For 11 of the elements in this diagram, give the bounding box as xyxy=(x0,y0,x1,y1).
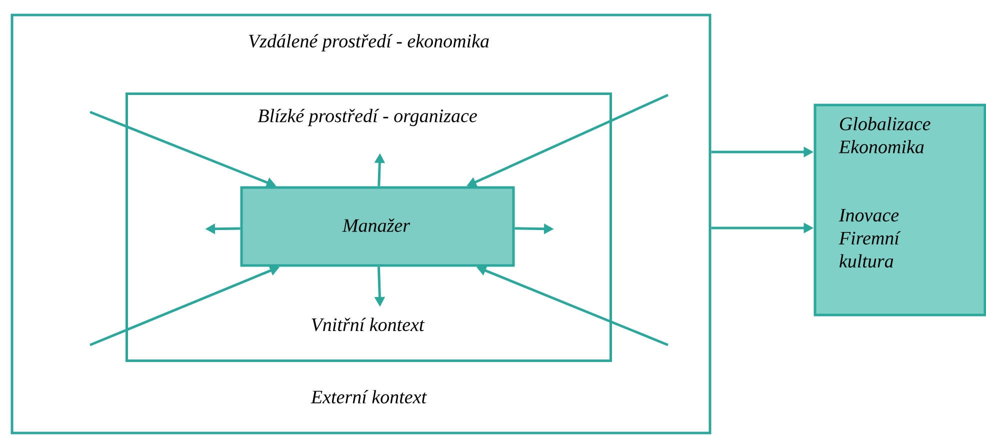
node-label: Inovace Firemní kultura xyxy=(838,208,901,268)
node-label: Manažer xyxy=(342,218,410,232)
node-label: Vzdálené prostředí - ekonomika xyxy=(249,34,489,52)
factor-box xyxy=(814,104,986,316)
node-label: Blízké prostředí - organizace xyxy=(258,108,477,126)
node-label: Globalizace Ekonomika xyxy=(838,116,930,154)
manager-box xyxy=(240,186,515,267)
inner-frame xyxy=(126,92,612,362)
outer-frame xyxy=(10,14,712,434)
node-label: Externí kontext xyxy=(310,390,427,404)
node-label: Vnitřní kontext xyxy=(312,318,425,332)
